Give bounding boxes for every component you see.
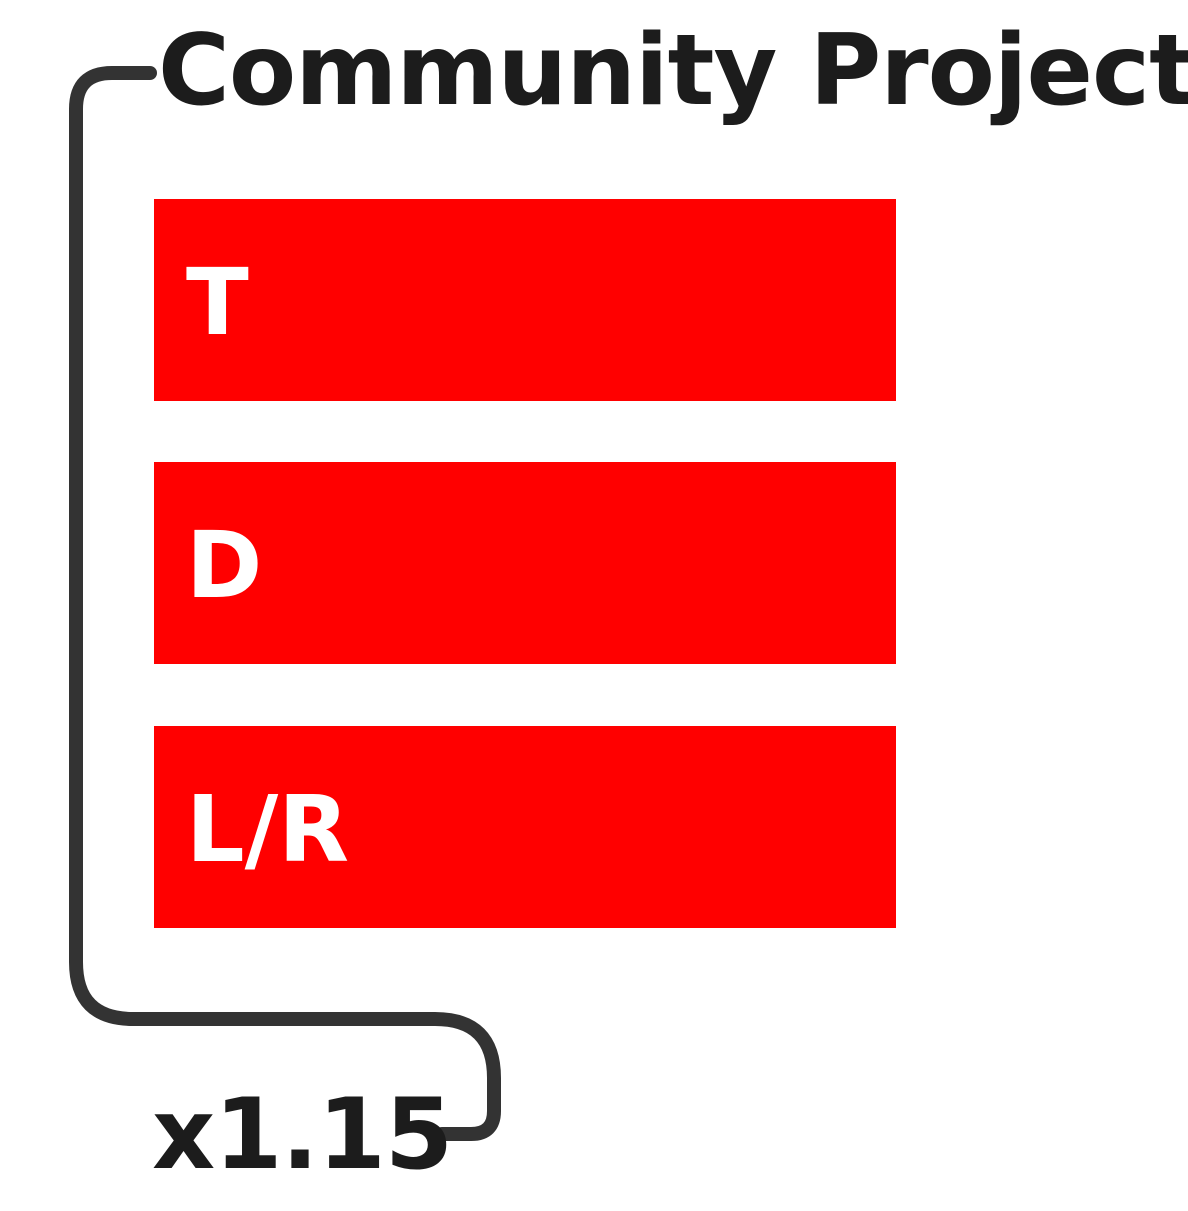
block-label: T (186, 249, 249, 356)
block-d: D (154, 462, 896, 664)
block-lr: L/R (154, 726, 896, 928)
block-label: D (186, 512, 263, 619)
block-label: L/R (186, 776, 350, 883)
group-title: Community Project (158, 14, 1188, 128)
block-t: T (154, 199, 896, 401)
bracket-line (69, 66, 501, 1141)
multiplier-label: x1.15 (152, 1078, 453, 1192)
